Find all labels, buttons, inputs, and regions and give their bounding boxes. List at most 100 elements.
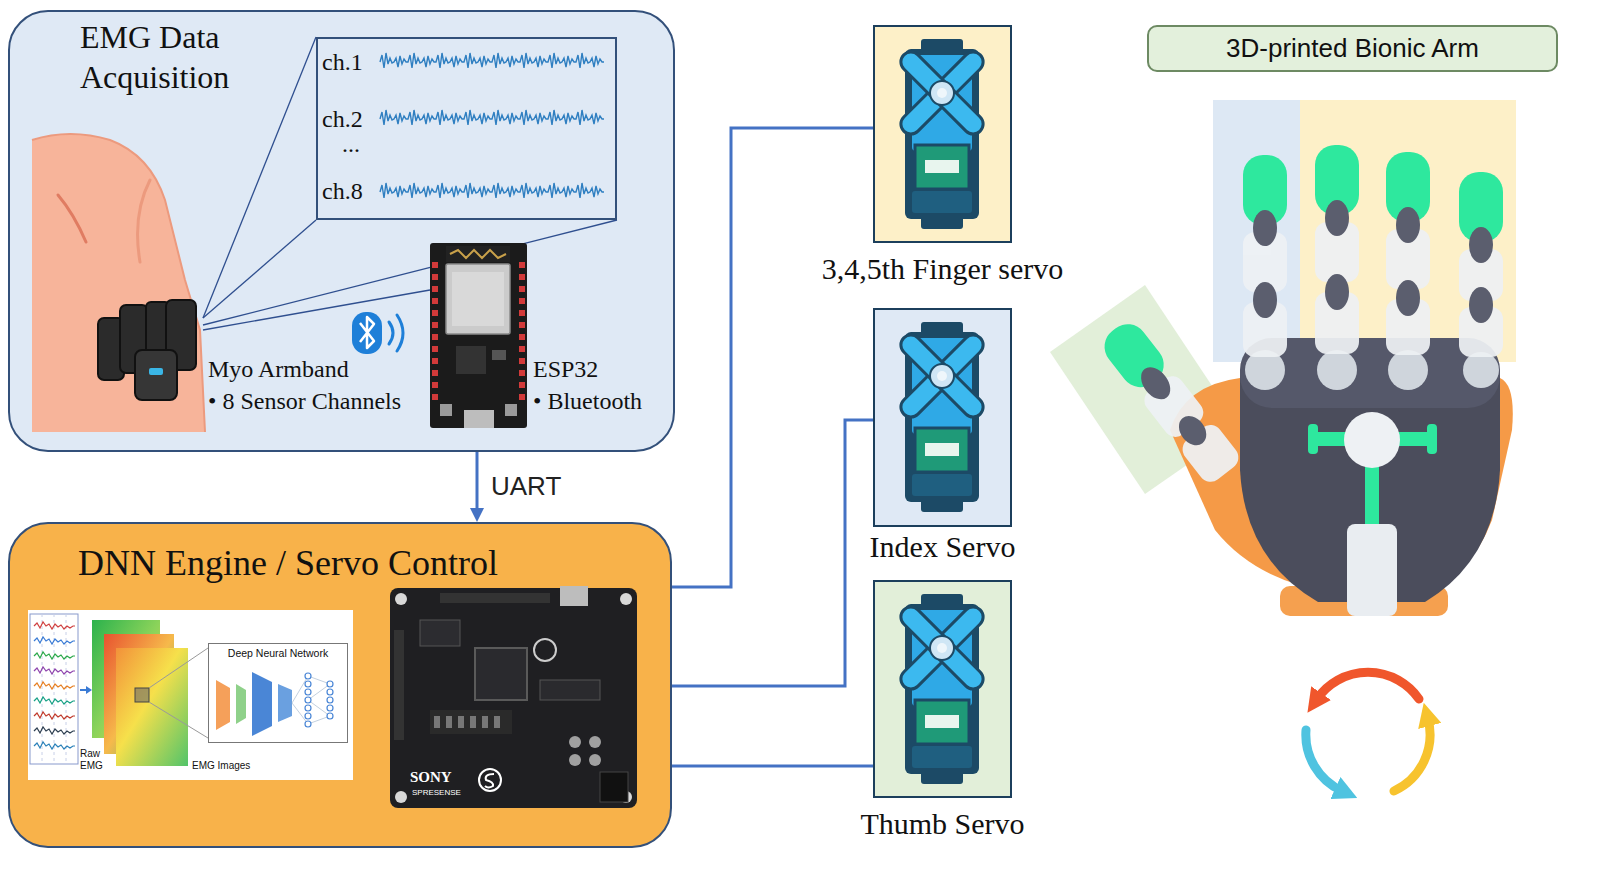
illustration-part	[135, 350, 177, 400]
illustration-part	[440, 593, 550, 603]
servo-illustration	[873, 25, 1012, 243]
illustration-part	[1245, 350, 1499, 390]
illustration-part	[1396, 207, 1420, 243]
illustration-part	[1253, 282, 1277, 318]
illustration-part	[32, 134, 205, 432]
illustration-part	[34, 667, 75, 674]
connector	[672, 420, 873, 686]
illustration-part	[116, 648, 188, 766]
illustration-part	[458, 716, 464, 728]
illustration-part	[203, 220, 617, 325]
servo-label: 3,4,5th Finger servo	[822, 251, 1064, 287]
illustration-part	[352, 312, 382, 354]
illustration-part	[897, 331, 988, 422]
illustration-part	[519, 334, 525, 340]
illustration-part	[327, 681, 333, 687]
connector-line	[672, 420, 873, 686]
illustration-part	[519, 322, 525, 328]
illustration-part	[203, 290, 430, 330]
illustration-part	[149, 648, 208, 688]
illustration-part	[519, 286, 525, 292]
illustration-part	[1427, 424, 1437, 454]
illustration-part	[34, 712, 75, 719]
illustration-part	[589, 736, 601, 748]
illustration-part	[1173, 411, 1212, 451]
illustration-part	[236, 684, 246, 724]
illustration-part	[897, 48, 988, 139]
acquisition-panel: EMG Data Acquisition ch.1ch.2...ch.8	[8, 10, 675, 452]
illustration-part	[305, 673, 311, 679]
illustration-part	[1300, 100, 1516, 362]
illustration-part	[479, 769, 501, 791]
illustration-part	[86, 686, 92, 694]
illustration-part	[519, 310, 525, 316]
illustration-part	[34, 652, 75, 659]
illustration-part	[1325, 274, 1349, 310]
illustration-part	[395, 791, 407, 803]
illustration-part	[432, 286, 438, 292]
illustration-part	[1463, 352, 1499, 388]
illustration-part	[430, 710, 512, 734]
device-detail: • 8 Sensor Channels	[208, 387, 401, 416]
illustration-part	[1469, 227, 1493, 263]
connector	[470, 452, 484, 522]
illustration-part	[482, 716, 488, 728]
illustration-part	[1213, 100, 1301, 362]
illustration-part	[432, 262, 438, 268]
illustration-part	[34, 637, 75, 644]
illustration-part	[925, 715, 959, 728]
illustration-part	[897, 331, 988, 422]
illustration-part	[440, 404, 452, 416]
illustration-part	[930, 636, 954, 660]
illustration-part	[30, 614, 208, 766]
illustration-part	[600, 772, 628, 802]
illustration-part	[305, 689, 311, 695]
illustration-part	[569, 754, 581, 766]
illustration-part	[1396, 280, 1420, 316]
illustration-part	[432, 262, 525, 400]
illustration-part	[434, 716, 440, 728]
illustration-part	[475, 648, 527, 700]
illustration-part	[432, 382, 438, 388]
illustration-part	[519, 394, 525, 400]
illustration-part	[34, 682, 75, 689]
figure-title: 3D-printed Bionic Arm	[1226, 33, 1479, 64]
servo-box: 3,4,5th Finger servo	[873, 25, 1012, 243]
illustration-part	[432, 274, 438, 280]
illustration-part	[360, 317, 374, 348]
illustration-part	[1253, 210, 1277, 246]
illustration-part	[925, 443, 959, 456]
channel-label: ch.8	[322, 177, 363, 206]
illustration-part	[494, 716, 500, 728]
illustration-part	[432, 334, 438, 340]
illustration-part	[456, 346, 486, 374]
illustration-part	[519, 370, 525, 376]
illustration-part	[1308, 424, 1318, 454]
figure-label: EMG Images	[192, 760, 250, 772]
signal-box: ch.1ch.2...ch.8	[316, 37, 617, 220]
illustration-part	[519, 346, 525, 352]
illustration-part	[1135, 362, 1176, 405]
channel-label: ch.1	[322, 48, 363, 77]
device-label: Myo Armband	[208, 355, 349, 384]
illustration-part	[66, 614, 67, 764]
connector-line	[672, 765, 873, 768]
illustration-part	[394, 630, 404, 740]
illustration-part	[569, 736, 601, 766]
board-print: SONY	[410, 768, 452, 786]
panel-title: DNN Engine / Servo Control	[78, 542, 498, 585]
illustration-part	[925, 160, 959, 173]
illustration-part	[1243, 145, 1503, 242]
illustration-part	[915, 700, 969, 744]
illustration-part	[1325, 200, 1349, 236]
illustration-part	[432, 358, 438, 364]
illustration-part	[203, 37, 617, 330]
illustration-part	[915, 428, 969, 472]
illustration-part	[915, 145, 969, 189]
illustration-part	[397, 315, 403, 351]
illustration-part	[930, 81, 954, 105]
illustration-part	[30, 614, 78, 764]
servo-label: Index Servo	[870, 529, 1016, 565]
illustration-part	[464, 410, 494, 428]
